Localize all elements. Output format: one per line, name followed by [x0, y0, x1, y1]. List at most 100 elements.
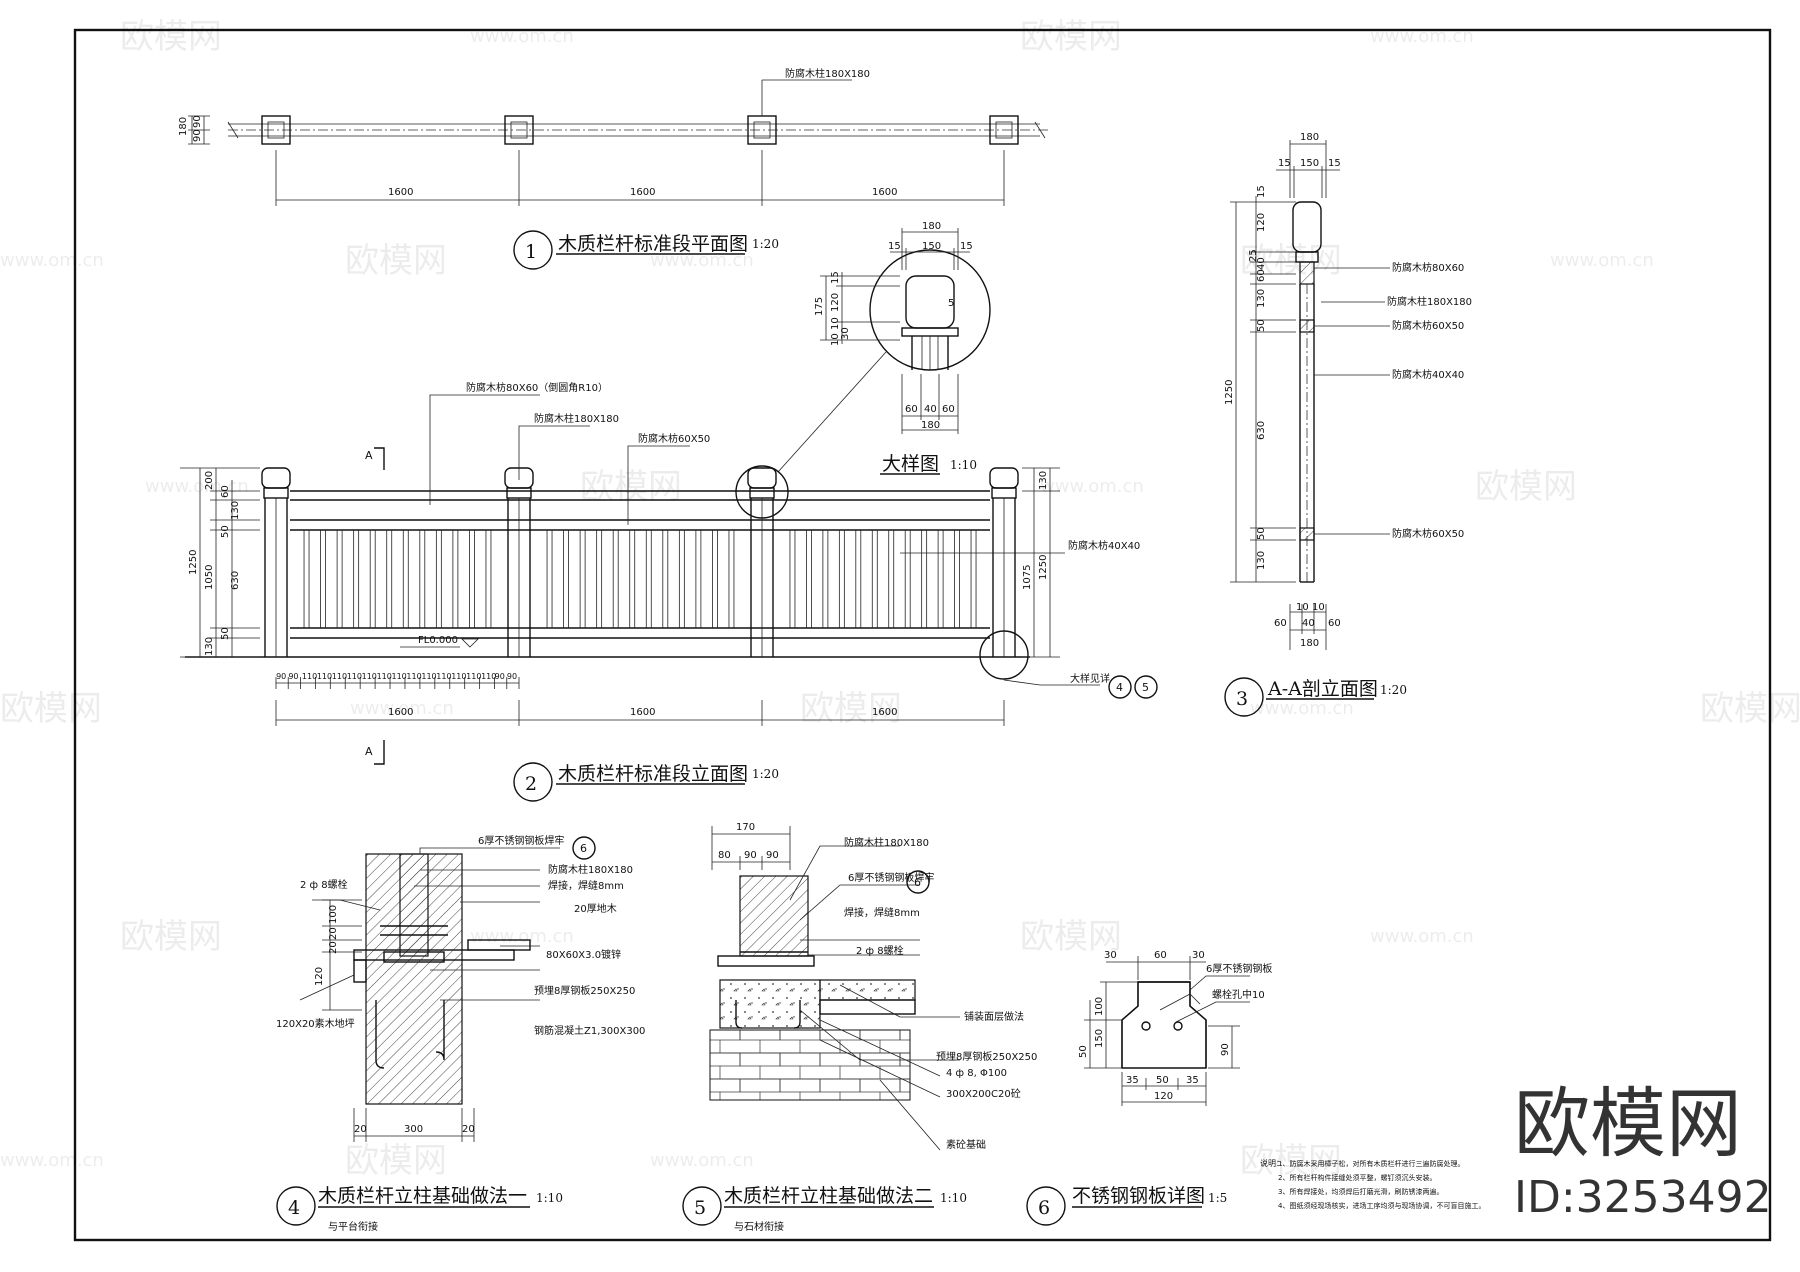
v1-title: 木质栏杆标准段平面图 [558, 233, 748, 255]
detail-dim: 60 [905, 404, 918, 415]
svg-text:欧模网: 欧模网 [1020, 17, 1122, 57]
svg-text:欧模网: 欧模网 [345, 1141, 447, 1181]
svg-text:欧模网: 欧模网 [1240, 1141, 1342, 1181]
v2-bottom-dim: 110 [317, 672, 332, 681]
v2-bottom-dim: 110 [347, 672, 362, 681]
v3-label: 防腐木枋80X60 [1392, 261, 1464, 274]
v2-left-dim: 630 [230, 571, 241, 590]
v5-label: 6厚不锈钢钢板焊牢 [848, 871, 934, 884]
detail-scale: 1:10 [950, 458, 977, 472]
svg-text:www.om.cn: www.om.cn [650, 1150, 754, 1171]
v4-num: 4 [288, 1197, 300, 1219]
v6-dim: 30 [1104, 950, 1117, 961]
v3-num: 3 [1236, 688, 1248, 710]
v2-bottom-dim: 110 [302, 672, 317, 681]
v4-label: 钢筋混凝土Z1,300X300 [534, 1024, 645, 1037]
svg-text:www.om.cn: www.om.cn [1040, 476, 1144, 497]
svg-text:欧模网: 欧模网 [1475, 467, 1577, 507]
v6-title: 不锈钢钢板详图 [1072, 1185, 1205, 1207]
view2-elevation: 防腐木枋80X60（倒圆角R10） 防腐木柱180X180 防腐木枋60X50 … [180, 381, 1158, 802]
v3-dim: 10 [1312, 602, 1325, 613]
svg-text:www.om.cn: www.om.cn [350, 698, 454, 719]
detail-dim: 10 [830, 333, 841, 346]
v5-title: 木质栏杆立柱基础做法二 [724, 1185, 933, 1207]
v1-post-label: 防腐木柱180X180 [785, 67, 870, 80]
view6-plate: 150 100 50 90 30 60 30 35 50 35 120 6厚不锈… [1026, 950, 1272, 1226]
v3-dim: 130 [1256, 289, 1267, 308]
v3-dim: 180 [1300, 132, 1319, 143]
svg-text:www.om.cn: www.om.cn [0, 250, 104, 271]
v3-label: 防腐木柱180X180 [1387, 295, 1472, 308]
v5-ref: 6 [914, 876, 921, 889]
notes-item: 1、防腐木采用樟子松，对所有木质栏杆进行三遍防腐处理。 [1278, 1159, 1464, 1168]
v4-dim: 20 [328, 941, 339, 954]
v5-label: 2 ф 8螺栓 [856, 944, 904, 957]
v6-label: 6厚不锈钢钢板 [1206, 962, 1272, 975]
v2-bottom-dim: 110 [481, 672, 496, 681]
v2-post-label: 防腐木柱180X180 [534, 412, 619, 425]
v3-dim: 40 [1256, 257, 1267, 270]
v2-bottom-dim: 110 [466, 672, 481, 681]
v2-right-dim: 1250 [1038, 555, 1049, 580]
v6-dim: 50 [1156, 1075, 1169, 1086]
v2-left-dim: 130 [230, 501, 241, 520]
v1-left-dim: 90 [192, 115, 203, 128]
v2-bottom-dim: 110 [451, 672, 466, 681]
detail-dim: 15 [830, 271, 841, 284]
v5-label: 防腐木柱180X180 [844, 836, 929, 849]
svg-text:欧模网: 欧模网 [345, 241, 447, 281]
detail-dim: 180 [922, 221, 941, 232]
v5-label: 300X200C20砼 [946, 1087, 1021, 1100]
v6-dim: 60 [1154, 950, 1167, 961]
detail-dim: 15 [888, 241, 901, 252]
detail-dim: 150 [922, 241, 941, 252]
v3-label: 防腐木枋40X40 [1392, 368, 1464, 381]
sheet-border [73, 28, 1772, 1242]
notes-heading: 说明： [1260, 1158, 1284, 1168]
detail-dim: 175 [814, 297, 825, 316]
v2-right-dim: 1075 [1022, 565, 1033, 590]
v1-span-dim: 1600 [630, 187, 655, 198]
detail-enlarged: 180 15 150 15 175 15 120 10 30 10 5 60 4… [777, 221, 991, 475]
svg-text:欧模网: 欧模网 [120, 17, 222, 57]
v1-scale: 1:20 [752, 237, 779, 251]
detail-dim: 40 [924, 404, 937, 415]
v4-dim: 300 [404, 1124, 423, 1135]
v3-dim: 130 [1256, 551, 1267, 570]
v3-dim: 60 [1256, 269, 1267, 282]
v4-scale: 1:10 [536, 1191, 563, 1205]
svg-text:www.om.cn: www.om.cn [470, 926, 574, 947]
v6-dim: 100 [1094, 997, 1105, 1016]
v2-right-dim: 130 [1038, 471, 1049, 490]
v6-dim: 30 [1192, 950, 1205, 961]
v4-label: 80X60X3.0镀锌 [546, 948, 621, 961]
v3-dim: 10 [1296, 602, 1309, 613]
v6-dim: 35 [1126, 1075, 1139, 1086]
v5-label: 铺装面层做法 [964, 1010, 1024, 1023]
v5-label: 素砼基础 [946, 1138, 986, 1151]
v3-dim: 25 [1248, 249, 1259, 262]
v2-bottom-dim: 110 [362, 672, 377, 681]
svg-text:欧模网: 欧模网 [1020, 917, 1122, 957]
v6-dim: 120 [1154, 1091, 1173, 1102]
v6-dim: 35 [1186, 1075, 1199, 1086]
v2-bottom-dim: 110 [406, 672, 421, 681]
detail-dim: 15 [960, 241, 973, 252]
svg-text:www.om.cn: www.om.cn [1250, 698, 1354, 719]
svg-text:www.om.cn: www.om.cn [145, 476, 249, 497]
v4-ref: 6 [580, 842, 587, 855]
notes-item: 3、所有焊接处，均须焊后打磨光滑，刷防锈漆两遍。 [1278, 1187, 1443, 1196]
v4-label: 预埋8厚钢板250X250 [534, 984, 635, 997]
v4-subtitle: 与平台衔接 [328, 1220, 378, 1233]
svg-text:www.om.cn: www.om.cn [470, 26, 574, 47]
v2-bottom-dim: 110 [436, 672, 451, 681]
v2-num: 2 [525, 773, 537, 795]
v3-dim: 15 [1278, 158, 1291, 169]
svg-text:欧模网: 欧模网 [0, 689, 102, 729]
detail-title: 大样图 [882, 453, 939, 475]
svg-text:欧模网: 欧模网 [580, 467, 682, 507]
v4-dim: 20 [462, 1124, 475, 1135]
v2-baluster-label: 防腐木枋40X40 [1068, 539, 1140, 552]
v2-bottom-dim: 110 [332, 672, 347, 681]
